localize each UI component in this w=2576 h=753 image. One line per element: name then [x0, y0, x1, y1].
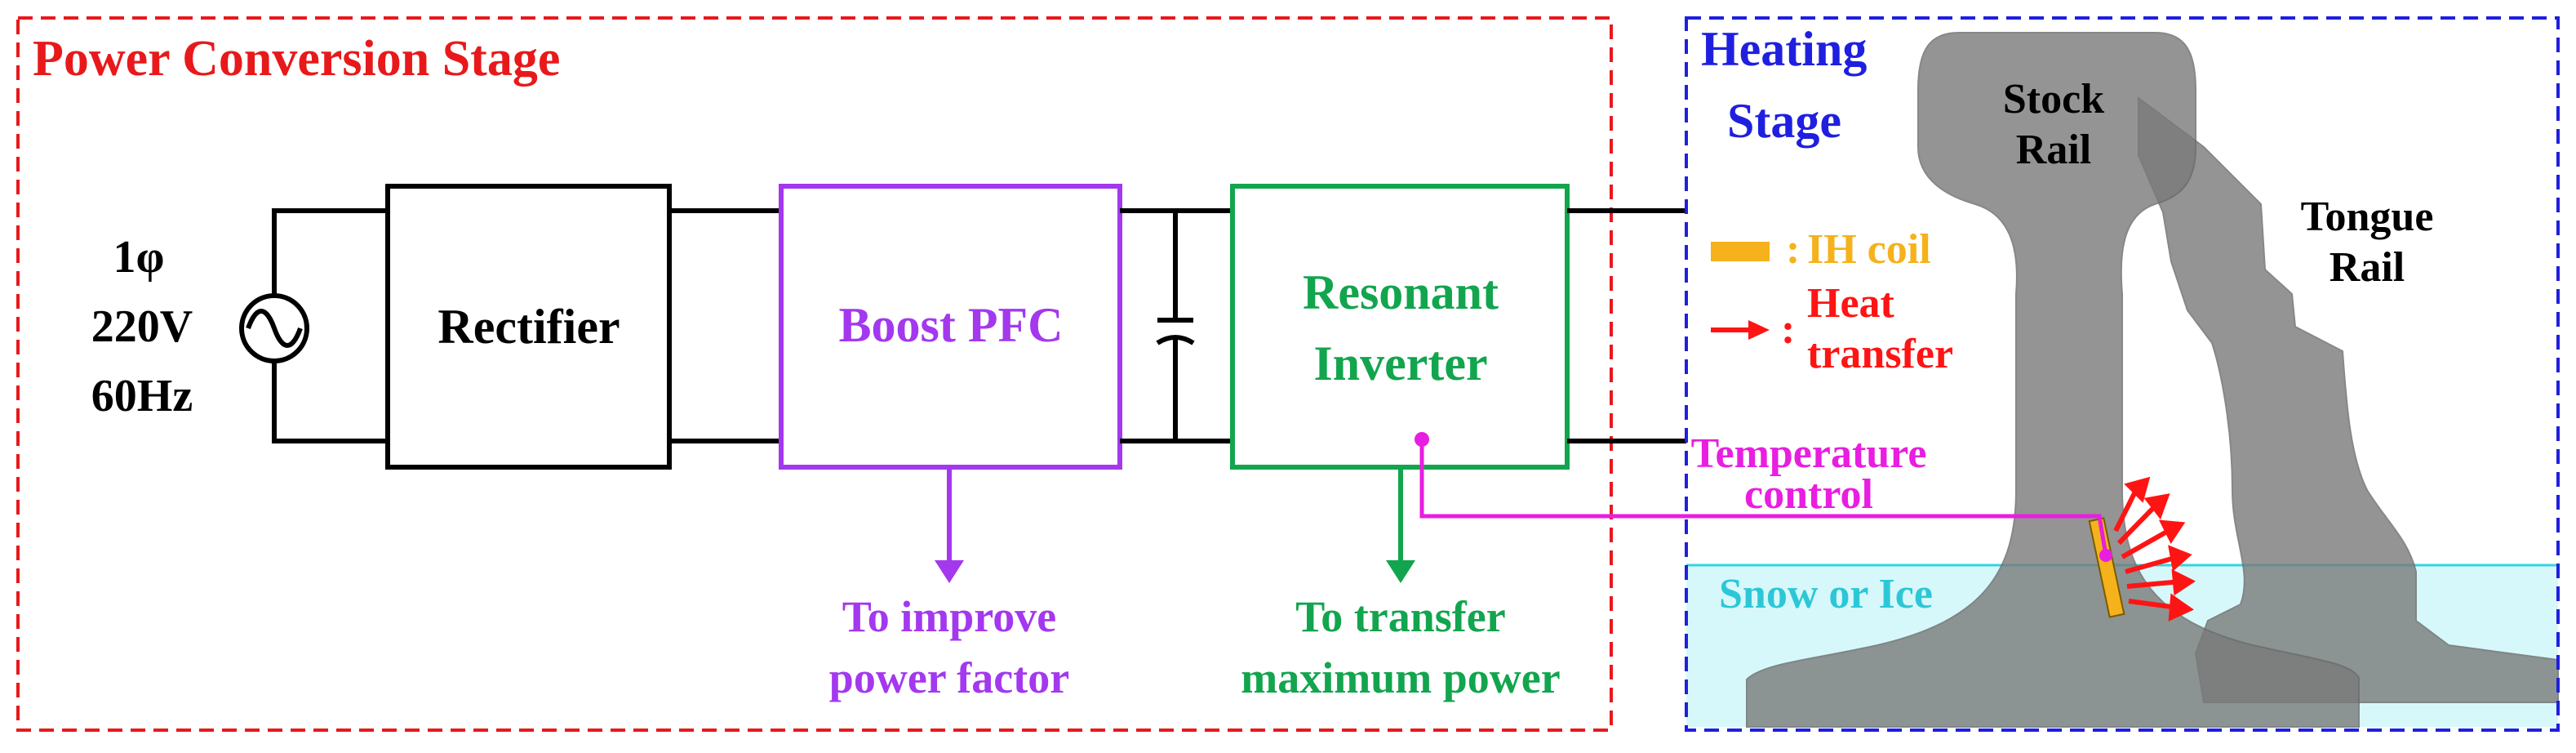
stock-rail-shape: [1746, 32, 2360, 728]
ih-coil: [2088, 517, 2125, 618]
source-phase-label: 1φ: [113, 232, 165, 283]
inverter-arrow: [1386, 467, 1415, 583]
stock-rail-label-line1: Stock: [2003, 76, 2104, 123]
pfc-note-line2: power factor: [829, 653, 1069, 702]
power-stage-title: Power Conversion Stage: [33, 31, 560, 87]
rectifier-label: Rectifier: [437, 300, 620, 354]
legend-heat-separator: :: [1781, 306, 1795, 353]
tongue-rail-label-line2: Rail: [2330, 244, 2405, 291]
heat-transfer-arrows: [2113, 476, 2196, 622]
legend-heat-arrow: [1711, 320, 1770, 340]
stock-rail-label-line2: Rail: [2016, 127, 2091, 173]
inverter-label-line1: Resonant: [1303, 265, 1499, 319]
rectifier-block: [385, 184, 672, 470]
inverter-note-line2: maximum power: [1241, 653, 1560, 702]
pfc-note-line1: To improve: [842, 592, 1057, 641]
temperature-control-label-line1: Temperature: [1691, 430, 1927, 477]
legend-heat-label-line2: transfer: [1807, 331, 1953, 377]
dc-link-capacitor: [1120, 208, 1232, 443]
tongue-rail-shape: [2138, 96, 2559, 703]
heating-stage-title-line2: Stage: [1727, 94, 1841, 148]
legend-coil-separator: :: [1786, 226, 1800, 273]
legend-coil-label: IH coil: [1807, 226, 1931, 273]
tongue-rail-label-line1: Tongue: [2301, 194, 2434, 240]
resonant-inverter-block: [1230, 184, 1570, 470]
pfc-arrow: [935, 467, 964, 583]
snow-ice-label: Snow or Ice: [1719, 571, 1933, 617]
boost-pfc-block: [779, 184, 1122, 470]
source-frequency-label: 60Hz: [91, 371, 193, 421]
heating-stage-title-line1: Heating: [1701, 22, 1867, 76]
inverter-note-line1: To transfer: [1295, 592, 1505, 641]
temperature-feedback-line: [1415, 432, 2112, 562]
heating-stage-border: [1685, 16, 2560, 732]
boost-pfc-label: Boost PFC: [839, 298, 1064, 352]
inverter-label-line2: Inverter: [1313, 336, 1487, 390]
temperature-control-label-line2: control: [1744, 471, 1873, 518]
legend-heat-label-line1: Heat: [1807, 280, 1895, 327]
power-stage-border: [16, 16, 1613, 732]
source-voltage-label: 220V: [91, 301, 193, 352]
ac-source-symbol: [239, 208, 388, 443]
legend-coil-swatch: [1711, 242, 1770, 261]
